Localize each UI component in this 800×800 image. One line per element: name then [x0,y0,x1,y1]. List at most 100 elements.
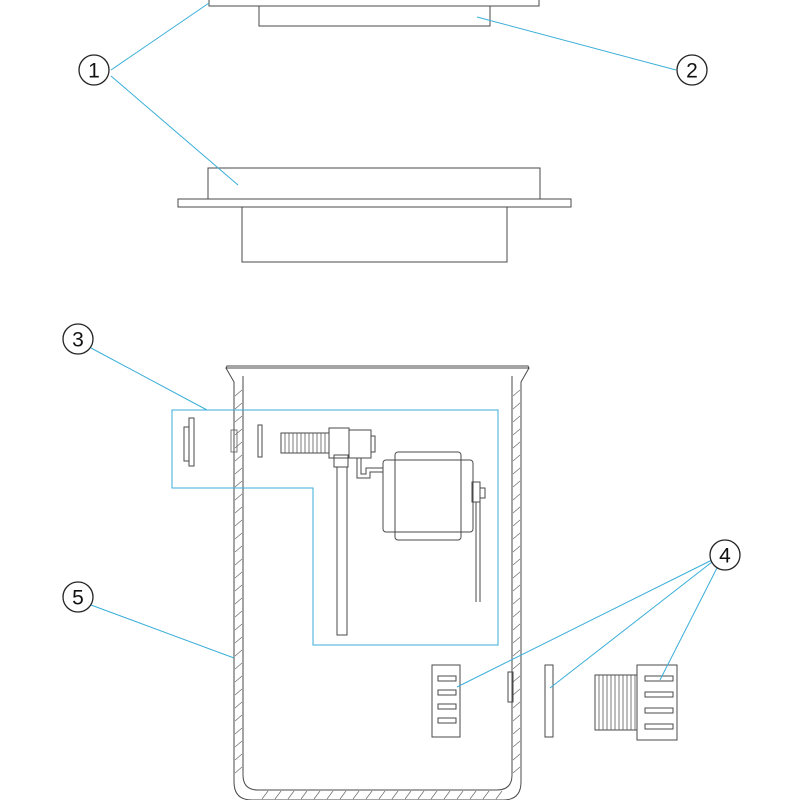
callout-4-label: 4 [719,545,731,568]
hatch-stroke [234,597,243,605]
nut-right-slots [644,675,674,730]
nut-slot [437,717,457,724]
hatch-stroke [234,740,243,748]
hatch-stroke [404,790,412,800]
wall-hatching-bottom [261,790,503,800]
leader-lines [90,2,719,689]
hatch-stroke [234,428,243,436]
callout-1-label: 1 [88,60,100,83]
nut-slot [644,691,674,698]
valve-group-outline [171,409,499,646]
cover-plate [208,0,540,27]
hatch-stroke [512,610,521,618]
hatch-stroke [234,714,243,722]
hatch-stroke [234,610,243,618]
hatch-stroke [512,493,521,501]
hatch-stroke [512,545,521,553]
float-valve-assembly [183,417,486,636]
nut-slot [644,675,674,682]
hatch-stroke [512,415,521,423]
hatch-stroke [234,506,243,514]
leader-5 [90,604,235,659]
hatch-stroke [512,753,521,761]
hatch-stroke [234,623,243,631]
hatch-stroke [234,688,243,696]
callout-5-label: 5 [72,587,84,610]
callout-1: 1 [78,54,110,86]
nut-left-slots [437,675,457,724]
hatch-stroke [391,790,399,800]
hatch-stroke [234,636,243,644]
hatch-stroke [512,662,521,670]
leader-3 [90,347,208,411]
hatch-stroke [512,727,521,735]
hatch-stroke [512,441,521,449]
callout-3-label: 3 [72,329,84,352]
hatch-stroke [234,701,243,709]
leader-4a [456,559,713,688]
hatch-stroke [443,790,451,800]
nut-slot [437,689,457,696]
hatch-stroke [234,675,243,683]
hatch-stroke [234,480,243,488]
hatch-stroke [234,753,243,761]
callout-3: 3 [62,323,94,355]
hatch-stroke [352,790,360,800]
nut-slot [437,703,457,710]
threaded-stem [284,433,326,453]
hatch-stroke [326,790,334,800]
leader-2 [476,16,677,71]
hatch-stroke [417,790,425,800]
wall-hatching-right [512,389,521,774]
hatch-stroke [512,506,521,514]
hatch-stroke [512,597,521,605]
pipe-fittings [431,664,678,741]
hatch-stroke [512,714,521,722]
hatch-stroke [512,519,521,527]
fitting-thread [598,675,636,730]
nut-slot [644,723,674,730]
hatch-stroke [234,441,243,449]
hatch-stroke [234,389,243,397]
hatch-stroke [512,623,521,631]
hatch-stroke [512,688,521,696]
hatch-stroke [234,662,243,670]
leader-1a [110,2,210,71]
wall-hatching-left [234,389,243,774]
hatch-stroke [512,571,521,579]
hatch-stroke [234,571,243,579]
callout-2-label: 2 [686,60,698,83]
hatch-stroke [378,790,386,800]
callout-4: 4 [709,539,741,571]
hatch-stroke [261,790,269,800]
leader-4c [659,565,719,681]
hatch-stroke [430,790,438,800]
hatch-stroke [300,790,308,800]
hatch-stroke [234,454,243,462]
hatch-stroke [512,701,521,709]
hatch-stroke [512,454,521,462]
hatch-stroke [512,766,521,774]
hatch-stroke [287,790,295,800]
hatch-stroke [234,558,243,566]
hatch-stroke [495,790,503,800]
hatch-stroke [234,584,243,592]
hatch-stroke [234,493,243,501]
hatch-stroke [512,402,521,410]
hatch-stroke [339,790,347,800]
leader-1b [110,75,239,186]
hatch-stroke [512,428,521,436]
hatch-stroke [234,467,243,475]
callout-5: 5 [62,581,94,613]
hatch-stroke [234,766,243,774]
hatch-stroke [234,519,243,527]
hatch-stroke [512,558,521,566]
hatch-stroke [234,649,243,657]
frame-collar [177,167,572,263]
nut-slot [644,707,674,714]
hatch-stroke [274,790,282,800]
hatch-stroke [512,675,521,683]
hatch-stroke [456,790,464,800]
leader-4b [549,561,713,689]
